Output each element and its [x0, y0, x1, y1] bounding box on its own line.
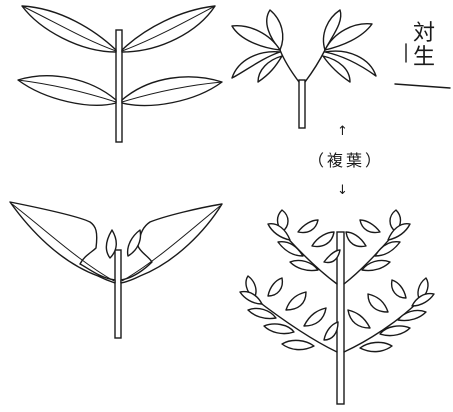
- arrow-down-icon: ↓: [337, 183, 348, 198]
- petiole-right: [305, 50, 325, 82]
- leaflet: [392, 280, 406, 298]
- stem: [299, 80, 305, 128]
- leaflet: [324, 322, 338, 340]
- leaf-lower-right: [122, 77, 222, 106]
- leaf-small-lobe: [128, 230, 141, 256]
- leaflet: [346, 232, 366, 246]
- stem: [116, 30, 122, 142]
- leaflet: [348, 310, 370, 328]
- label-opposite-char2: 生: [413, 45, 435, 70]
- leaflet: [298, 220, 318, 233]
- leaflet: [282, 340, 314, 349]
- label-opposite: 対 生: [395, 21, 450, 88]
- panel-compound-leaves-top: [232, 10, 376, 128]
- leaflet: [360, 220, 380, 233]
- panel-pinnate-compound-leaves: [240, 210, 434, 404]
- leaflet: [248, 308, 276, 318]
- panel-lobed-leaves: [10, 202, 222, 338]
- leaflet: [268, 278, 282, 296]
- leaflet: [375, 242, 400, 256]
- leaflet: [380, 326, 410, 336]
- leaflet: [290, 260, 318, 270]
- leaflet: [412, 294, 434, 306]
- label-compound-leaf-group: ↑ （複葉） ↓: [308, 124, 384, 198]
- leaflet: [286, 292, 306, 310]
- leaflet: [264, 324, 294, 334]
- stem: [115, 250, 121, 338]
- label-opposite-char1: 対: [413, 21, 435, 46]
- leaflet: [362, 260, 390, 270]
- panel-opposite-simple-leaves: [18, 6, 222, 142]
- label-compound-leaf: （複葉）: [308, 151, 384, 170]
- stem: [337, 232, 344, 404]
- leaflet: [304, 308, 326, 326]
- petiole-left: [280, 50, 299, 82]
- leaflet: [368, 294, 388, 312]
- leaflet: [323, 56, 350, 82]
- leaflet: [398, 310, 426, 320]
- leaf-lower-left: [18, 76, 116, 105]
- leaflet: [312, 232, 334, 246]
- leaflet: [360, 342, 392, 351]
- leaf-lobed-left: [10, 202, 115, 283]
- arrow-up-icon: ↑: [337, 124, 348, 139]
- leaflet: [240, 292, 262, 304]
- label-underline: [395, 84, 450, 88]
- leaflet: [278, 242, 303, 256]
